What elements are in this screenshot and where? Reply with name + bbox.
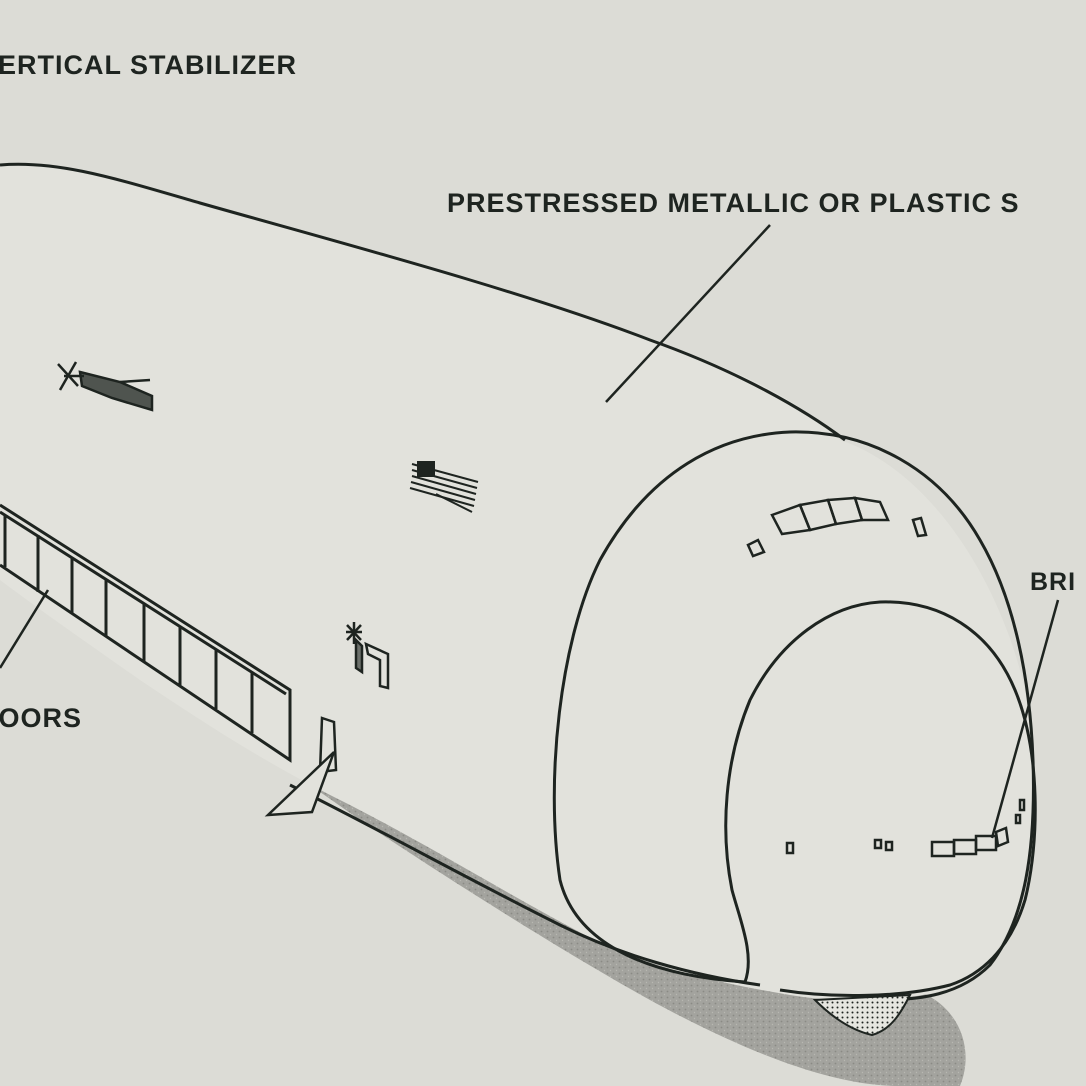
label-vertical-stabilizer: ERTICAL STABILIZER: [0, 50, 297, 80]
hull-top-line: [0, 162, 846, 442]
nose-cap-outer: [552, 430, 1035, 1002]
us-flag-icon: [409, 461, 479, 513]
windmill-icon: [346, 622, 390, 690]
nose-cap-inner: [724, 600, 1037, 997]
cargo-doors: [0, 503, 292, 763]
leader-lines: [0, 224, 1060, 839]
nose-gondola: [812, 993, 912, 1037]
hull-bottom-line: [289, 783, 761, 987]
label-skin: PRESTRESSED METALLIC OR PLASTIC S: [447, 188, 1020, 218]
nose-upper-windows: [746, 496, 928, 558]
label-bridge: BRI: [1030, 568, 1077, 596]
aircraft-icon: [57, 361, 154, 412]
ground-fin: [264, 716, 338, 817]
label-doors: DOORS: [0, 703, 83, 733]
nose-lower-windows: [785, 798, 1026, 858]
hull-body: [0, 164, 1035, 1001]
